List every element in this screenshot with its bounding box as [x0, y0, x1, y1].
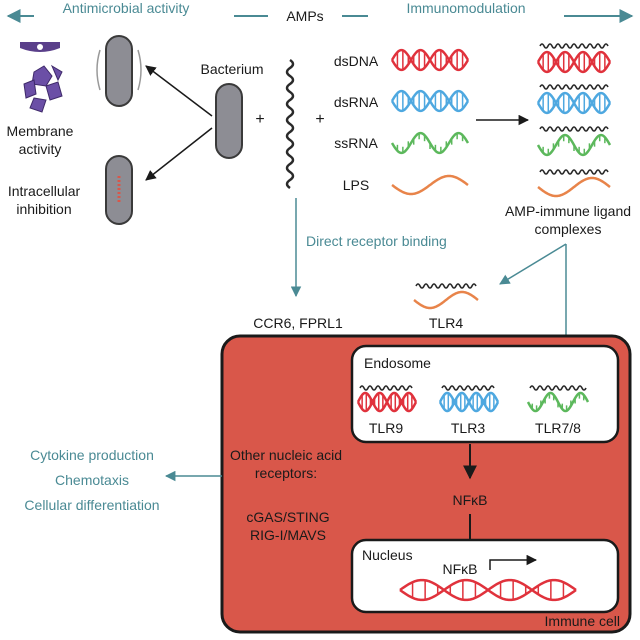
dsrna-icon: [390, 89, 470, 113]
outcome-differentiation: Cellular differentiation: [24, 497, 159, 513]
nucleus-dna-icon: [399, 578, 577, 602]
endosome-dsrna-icon: [438, 385, 500, 413]
immune-cell-label: Immune cell: [545, 613, 620, 629]
bacterium-icon: [215, 83, 243, 159]
header: Antimicrobial activity AMPs Immunomodula…: [6, 0, 634, 24]
arrow-to-tlr4: [499, 243, 567, 285]
complexes-label-line2: complexes: [535, 221, 602, 237]
header-antimicrobial: Antimicrobial activity: [63, 0, 190, 16]
dsdna-icon: [390, 48, 470, 72]
intracellular-label-line1: Intracellular: [8, 183, 81, 199]
membrane-icon: [20, 42, 63, 113]
header-amps: AMPs: [286, 8, 323, 24]
nfkb-label: NFκB: [453, 492, 488, 508]
rig-mavs-label: RIG-I/MAVS: [250, 527, 326, 543]
ligand-label-ssrna: ssRNA: [334, 135, 378, 151]
outcome-chemotaxis: Chemotaxis: [55, 472, 129, 488]
cgas-sting-label: cGAS/STING: [246, 509, 329, 525]
tlr4-label: TLR4: [429, 315, 463, 331]
arrow-to-membrane: [145, 65, 213, 117]
ligand-label-lps: LPS: [343, 177, 369, 193]
endosome-ssrna-icon: [526, 385, 590, 413]
nucleus-label: Nucleus: [362, 547, 413, 563]
complex-dsrna-icon: [536, 84, 612, 115]
lysed-bacterium-icon: [96, 35, 142, 107]
nucleus-nfkb-label: NFκB: [443, 561, 478, 577]
amp-peptide-icon: [285, 58, 295, 190]
ssrna-icon: [390, 131, 470, 155]
arrow-to-intracellular: [145, 127, 213, 181]
ccr6-fprl1-label: CCR6, FPRL1: [253, 315, 343, 331]
endosome-label: Endosome: [364, 355, 431, 371]
other-receptors-line1: Other nucleic acid: [230, 447, 342, 463]
bacterium-label: Bacterium: [200, 61, 263, 77]
membrane-label-line2: activity: [19, 141, 62, 157]
complexes-label-line1: AMP-immune ligand: [505, 203, 631, 219]
outcome-cytokine: Cytokine production: [30, 447, 154, 463]
ligand-label-dsdna: dsDNA: [334, 53, 379, 69]
tlr3-label: TLR3: [451, 420, 485, 436]
endosome: [350, 344, 620, 444]
lps-icon: [391, 174, 469, 196]
tlr78-label: TLR7/8: [535, 420, 581, 436]
complex-ssrna-icon: [536, 126, 612, 157]
tlr4-complex-icon: [413, 283, 479, 310]
plus-sign-1: +: [255, 111, 264, 128]
membrane-label-line1: Membrane: [7, 123, 74, 139]
plus-sign-2: +: [315, 111, 324, 128]
other-receptors-line2: receptors:: [255, 465, 317, 481]
complex-dsdna-icon: [536, 43, 612, 74]
intracellular-label-line2: inhibition: [16, 201, 71, 217]
tlr9-label: TLR9: [369, 420, 403, 436]
complex-lps-icon: [537, 169, 611, 198]
header-immunomodulation: Immunomodulation: [406, 0, 525, 16]
transcription-arrow: [489, 554, 538, 570]
direct-binding-label: Direct receptor binding: [306, 233, 447, 249]
endosome-dsdna-icon: [356, 385, 418, 413]
ligand-label-dsrna: dsRNA: [334, 94, 379, 110]
inhibited-bacterium-icon: [105, 155, 133, 225]
